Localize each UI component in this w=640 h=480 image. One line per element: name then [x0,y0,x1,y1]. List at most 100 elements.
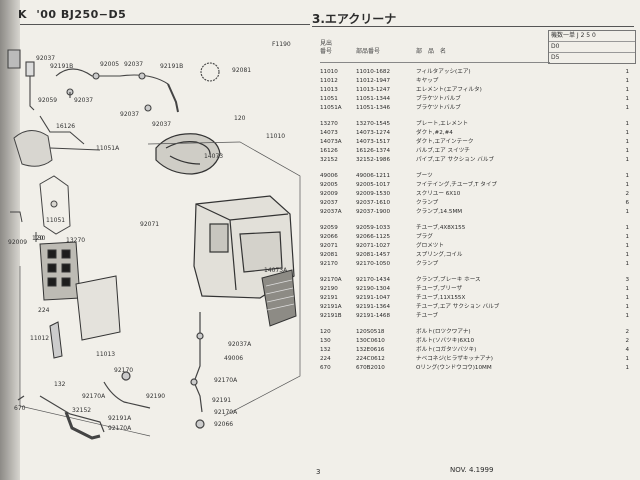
publish-date: NOV. 4.1999 [450,466,494,474]
quantity: 1 [625,295,629,301]
quantity: 1 [625,130,629,136]
callout-92170A-d: 92170A [108,425,132,432]
callout-130: 130 [34,235,46,242]
part-number: 132E0616 [356,347,385,353]
part-name: フイテイング,チユーブ,T タイプ [416,182,498,188]
part-name: フィルタアッシ(エア) [416,69,471,75]
part-name: Oリング(ウンドウコウ)10MM [416,365,492,371]
part-name: エレメント(エアフィルタ) [416,87,482,93]
callout-92170A: 92170A [214,377,238,384]
ref-number: 49006 [320,173,338,179]
callout-14073A: 14073A [264,267,288,274]
part-number: 11012-1947 [356,78,391,84]
parts-list: 11010 11010-1682 フィルタアッシ(エア) 1 11012 11012-19… [320,68,636,380]
quantity: 6 [625,200,629,206]
callout-13270: 13270 [66,237,85,244]
model-box-row-d5: D5 [551,54,560,61]
part-number: 13270-1545 [356,121,391,127]
callout-92170: 92170 [114,367,133,374]
part-number: 92190-1304 [356,286,391,292]
part-name: クランプ [416,200,439,206]
part-name: スクリユー 6X10 [416,191,461,197]
callout-670: 670 [14,405,26,412]
quantity: 1 [625,365,629,371]
callout-11010: 11010 [266,133,285,140]
part-name: スプリング,コイル [416,252,463,258]
ref-number: 11010 [320,69,338,75]
part-number: 92191-1364 [356,304,391,310]
callout-11051A: 11051A [96,145,120,152]
page-number: 3 [316,468,321,476]
quantity: 1 [625,313,629,319]
model-applicability-box: 機数一单 J 2 5 0 D0 D5 [548,30,636,64]
ref-number: 14073A [320,139,342,145]
part-number: 92071-1027 [356,243,391,249]
partno-column-label: 部品番号 [356,48,381,55]
page-binding-shadow [0,0,20,480]
callout-92037-b: 92037 [124,61,143,68]
part-name: ボルト(コガタツバツキ) [416,347,477,353]
part-number: 92191-1468 [356,313,391,319]
part-number: 224C0612 [356,356,385,362]
quantity: 1 [625,182,629,188]
part-name: パイプ,エア サクション バルブ [416,157,495,163]
ref-number: 92037A [320,209,342,215]
ref-number: 16126 [320,148,338,154]
model-box-title: 機数一单 J 2 5 0 [549,31,635,42]
ref-number: 32152 [320,157,338,163]
callout-92037-e: 92037 [152,121,171,128]
callout-92071: 92071 [140,221,159,228]
part-number: 92191-1047 [356,295,391,301]
callout-92037: 92037 [36,55,55,62]
quantity: 1 [625,148,629,154]
callout-92037A: 92037A [228,341,252,348]
quantity: 1 [625,173,629,179]
ref-number: 11012 [320,78,338,84]
quantity: 4 [625,347,629,353]
part-number: 92066-1125 [356,234,391,240]
ref-number: 132 [320,347,331,353]
part-number: 16126-1374 [356,148,391,154]
ref-column-label: 見出 番号 [320,40,333,55]
part-number: 92170-1050 [356,261,391,267]
part-name: クランプ,ブレーキ ホース [416,277,481,283]
parts-table-header: 見出 番号 部品番号 部 品 名 [320,38,550,63]
callout-92191B: 92191B [160,63,183,70]
part-number: 130C0610 [356,338,385,344]
callout-92037-c: 92037 [74,97,93,104]
ref-number: 92005 [320,182,338,188]
callout-92170A-b: 92170A [82,393,106,400]
callout-92059: 92059 [38,97,57,104]
quantity: 1 [625,157,629,163]
callout-11051: 11051 [46,217,65,224]
part-number: 11010-1682 [356,69,391,75]
part-number: 92170-1434 [356,277,391,283]
quantity: 1 [625,286,629,292]
quantity: 3 [625,277,629,283]
quantity: 1 [625,304,629,310]
ref-number: 11013 [320,87,338,93]
part-number: 49006-1211 [356,173,391,179]
callout-92191B-top: 92191B [50,63,73,70]
ref-number: 92009 [320,191,338,197]
ref-number: 92190 [320,286,338,292]
part-name: チユーブ [416,313,439,319]
callout-92005: 92005 [100,61,119,68]
